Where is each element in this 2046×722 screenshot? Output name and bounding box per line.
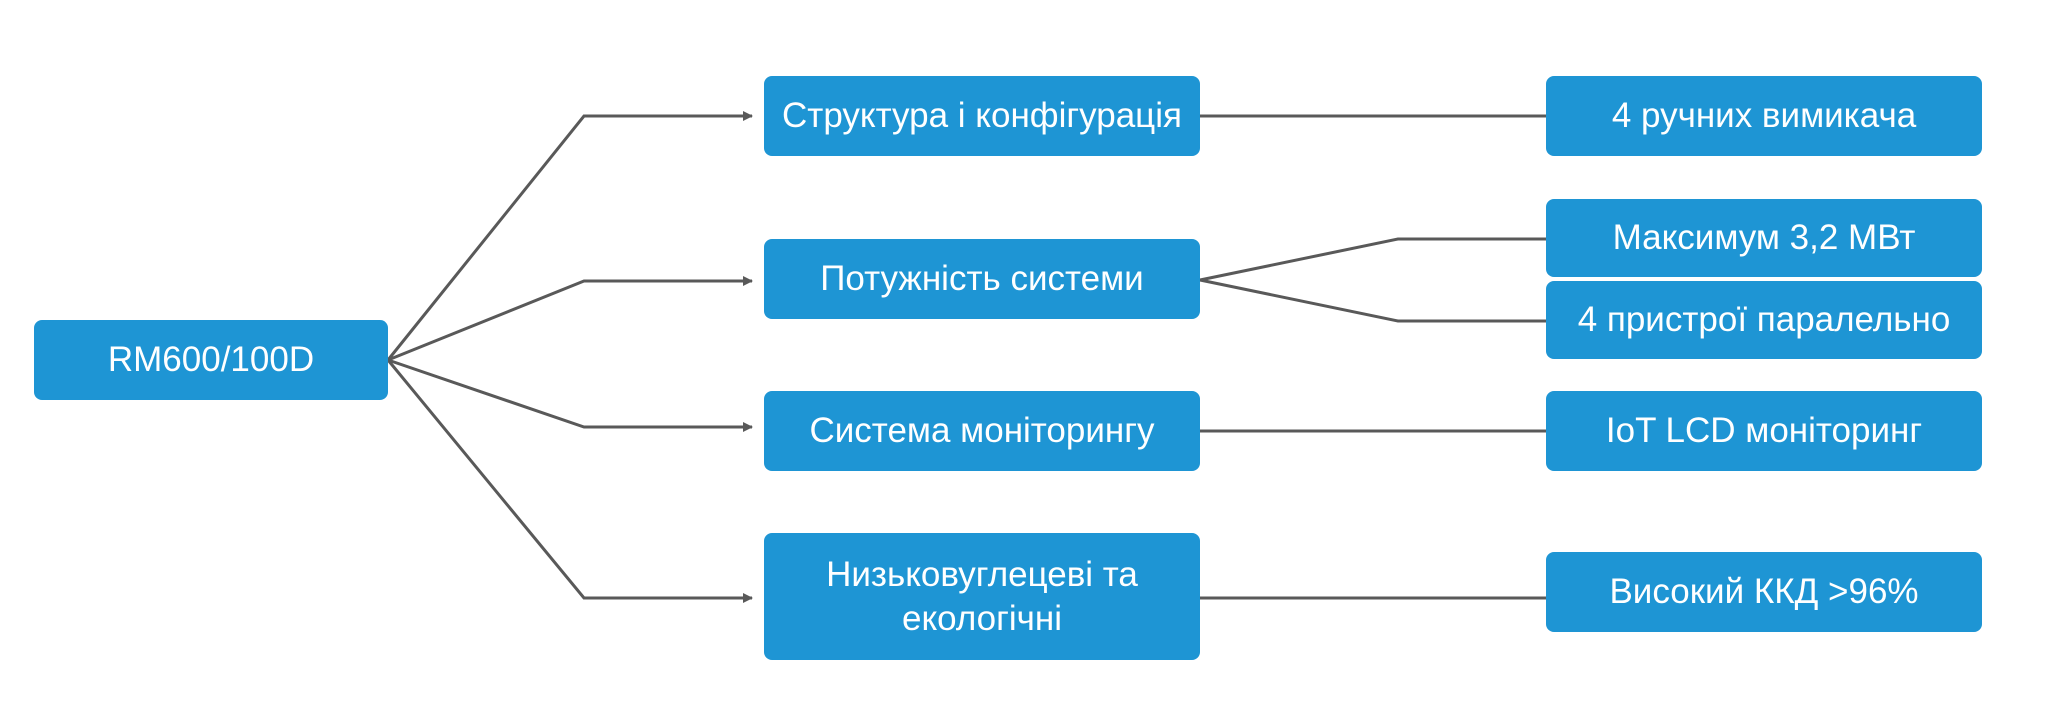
detail-node-iot: IoT LCD моніторинг (1546, 391, 1982, 471)
detail-node-efficiency: Високий ККД >96% (1546, 552, 1982, 632)
arrow-root-to-power (387, 276, 753, 362)
detail-node-max-power: Максимум 3,2 МВт (1546, 199, 1982, 277)
branch-node-monitoring-label: Система моніторингу (809, 411, 1155, 450)
branch-node-monitoring: Система моніторингу (764, 391, 1200, 471)
detail-node-efficiency-label: Високий ККД >96% (1609, 572, 1919, 611)
arrow-root-to-monitoring (387, 358, 753, 432)
detail-node-parallel-label: 4 пристрої паралельно (1577, 300, 1951, 339)
arrow-root-to-structure (386, 111, 753, 361)
detail-node-switches-label: 4 ручних вимикача (1611, 96, 1917, 135)
arrow-root-to-eco (386, 359, 753, 603)
branch-node-structure-label: Структура і конфігурація (782, 96, 1182, 135)
line-power-to-max-power (1199, 237, 1546, 282)
detail-node-iot-label: IoT LCD моніторинг (1605, 411, 1923, 450)
detail-node-switches: 4 ручних вимикача (1546, 76, 1982, 156)
branch-node-eco-label: Низьковуглецеві та екологічні (826, 554, 1138, 638)
branch-node-structure: Структура і конфігурація (764, 76, 1200, 156)
branch-node-power-label: Потужність системи (820, 259, 1144, 298)
root-node: RM600/100D (34, 320, 388, 400)
detail-node-max-power-label: Максимум 3,2 МВт (1612, 218, 1916, 257)
detail-node-parallel: 4 пристрої паралельно (1546, 281, 1982, 359)
branch-node-power: Потужність системи (764, 239, 1200, 319)
root-node-label: RM600/100D (107, 340, 315, 379)
line-power-to-parallel (1199, 278, 1546, 323)
branch-node-eco: Низьковуглецеві та екологічні (764, 533, 1200, 660)
